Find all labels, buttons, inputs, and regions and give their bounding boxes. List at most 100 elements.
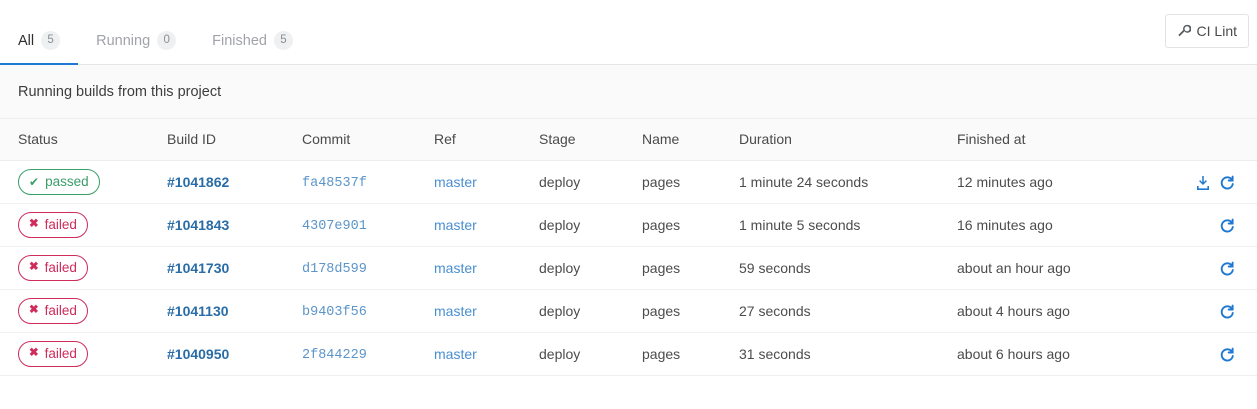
status-label: failed <box>44 260 77 276</box>
jobs-table-head: Status Build ID Commit Ref Stage Name Du… <box>0 119 1257 161</box>
cell-ref: master <box>434 203 539 247</box>
retry-icon[interactable] <box>1219 218 1235 234</box>
tab-label: All <box>18 32 35 49</box>
cell-duration: 31 seconds <box>739 332 957 376</box>
cell-name: pages <box>642 246 739 290</box>
cell-build-id: #1041843 <box>167 203 302 247</box>
tab-label: Running <box>96 32 151 49</box>
cell-build-id: #1041730 <box>167 246 302 290</box>
status-label: failed <box>44 303 77 319</box>
ci-lint-button[interactable]: CI Lint <box>1164 14 1249 48</box>
retry-icon[interactable] <box>1219 347 1235 363</box>
cell-status: ✖ failed <box>0 203 167 247</box>
cell-finished-at: about 4 hours ago <box>957 289 1182 333</box>
status-label: passed <box>45 174 89 190</box>
cell-finished-at: 12 minutes ago <box>957 160 1182 204</box>
cell-actions <box>1182 160 1257 204</box>
cell-actions <box>1182 203 1257 247</box>
cell-commit: 4307e901 <box>302 203 434 247</box>
cell-duration: 1 minute 24 seconds <box>739 160 957 204</box>
commit-link[interactable]: fa48537f <box>302 176 367 191</box>
col-actions <box>1182 119 1257 161</box>
cell-build-id: #1041130 <box>167 289 302 333</box>
cell-build-id: #1040950 <box>167 332 302 376</box>
status-label: failed <box>44 217 77 233</box>
col-stage: Stage <box>539 119 642 161</box>
build-id-link[interactable]: #1041730 <box>167 260 230 276</box>
cell-actions <box>1182 332 1257 376</box>
cell-stage: deploy <box>539 332 642 376</box>
build-id-link[interactable]: #1041862 <box>167 174 230 190</box>
cell-ref: master <box>434 160 539 204</box>
info-band: Running builds from this project <box>0 65 1257 119</box>
cell-stage: deploy <box>539 246 642 290</box>
cross-icon: ✖ <box>29 347 39 360</box>
col-commit: Commit <box>302 119 434 161</box>
ref-link[interactable]: master <box>434 174 477 190</box>
tab-all[interactable]: All 5 <box>0 31 79 65</box>
commit-link[interactable]: 2f844229 <box>302 348 367 363</box>
cross-icon: ✖ <box>29 304 39 317</box>
cell-duration: 1 minute 5 seconds <box>739 203 957 247</box>
ref-link[interactable]: master <box>434 217 477 233</box>
cell-commit: 2f844229 <box>302 332 434 376</box>
build-id-link[interactable]: #1040950 <box>167 346 230 362</box>
col-name: Name <box>642 119 739 161</box>
cell-status: ✖ failed <box>0 289 167 333</box>
ref-link[interactable]: master <box>434 346 477 362</box>
info-band-text: Running builds from this project <box>18 83 222 100</box>
cell-actions <box>1182 289 1257 333</box>
build-id-link[interactable]: #1041843 <box>167 217 230 233</box>
retry-icon[interactable] <box>1219 304 1235 320</box>
check-icon: ✔ <box>29 175 40 189</box>
build-id-link[interactable]: #1041130 <box>167 303 229 319</box>
status-badge[interactable]: ✖ failed <box>18 341 88 367</box>
status-label: failed <box>44 346 77 362</box>
cell-duration: 59 seconds <box>739 246 957 290</box>
cell-stage: deploy <box>539 289 642 333</box>
cell-stage: deploy <box>539 203 642 247</box>
retry-icon[interactable] <box>1219 175 1235 191</box>
cross-icon: ✖ <box>29 218 39 231</box>
col-finished-at: Finished at <box>957 119 1182 161</box>
cell-name: pages <box>642 289 739 333</box>
retry-icon[interactable] <box>1219 261 1235 277</box>
col-build-id: Build ID <box>167 119 302 161</box>
cell-build-id: #1041862 <box>167 160 302 204</box>
tab-label: Finished <box>212 32 267 49</box>
jobs-table: Status Build ID Commit Ref Stage Name Du… <box>0 119 1257 376</box>
status-badge[interactable]: ✖failed <box>18 255 88 281</box>
tab-count-badge: 5 <box>41 31 61 50</box>
cell-finished-at: 16 minutes ago <box>957 203 1182 247</box>
ref-link[interactable]: master <box>434 260 477 276</box>
tab-count-badge: 5 <box>273 31 293 50</box>
download-icon[interactable] <box>1195 175 1211 191</box>
table-header-row: Status Build ID Commit Ref Stage Name Du… <box>0 119 1257 161</box>
commit-link[interactable]: d178d599 <box>302 262 367 277</box>
cell-name: pages <box>642 332 739 376</box>
cell-stage: deploy <box>539 160 642 204</box>
cell-finished-at: about an hour ago <box>957 246 1182 290</box>
cell-status: ✖failed <box>0 246 167 290</box>
cell-name: pages <box>642 160 739 204</box>
cell-ref: master <box>434 246 539 290</box>
commit-link[interactable]: 4307e901 <box>302 219 367 234</box>
cell-ref: master <box>434 289 539 333</box>
commit-link[interactable]: b9403f56 <box>302 305 367 320</box>
status-badge[interactable]: ✖ failed <box>18 212 88 238</box>
cell-finished-at: about 6 hours ago <box>957 332 1182 376</box>
status-badge[interactable]: ✔ passed <box>18 169 100 195</box>
tab-finished[interactable]: Finished 5 <box>194 31 311 65</box>
ref-link[interactable]: master <box>434 303 477 319</box>
cell-actions <box>1182 246 1257 290</box>
status-badge[interactable]: ✖ failed <box>18 298 88 324</box>
cell-status: ✔ passed <box>0 160 167 204</box>
